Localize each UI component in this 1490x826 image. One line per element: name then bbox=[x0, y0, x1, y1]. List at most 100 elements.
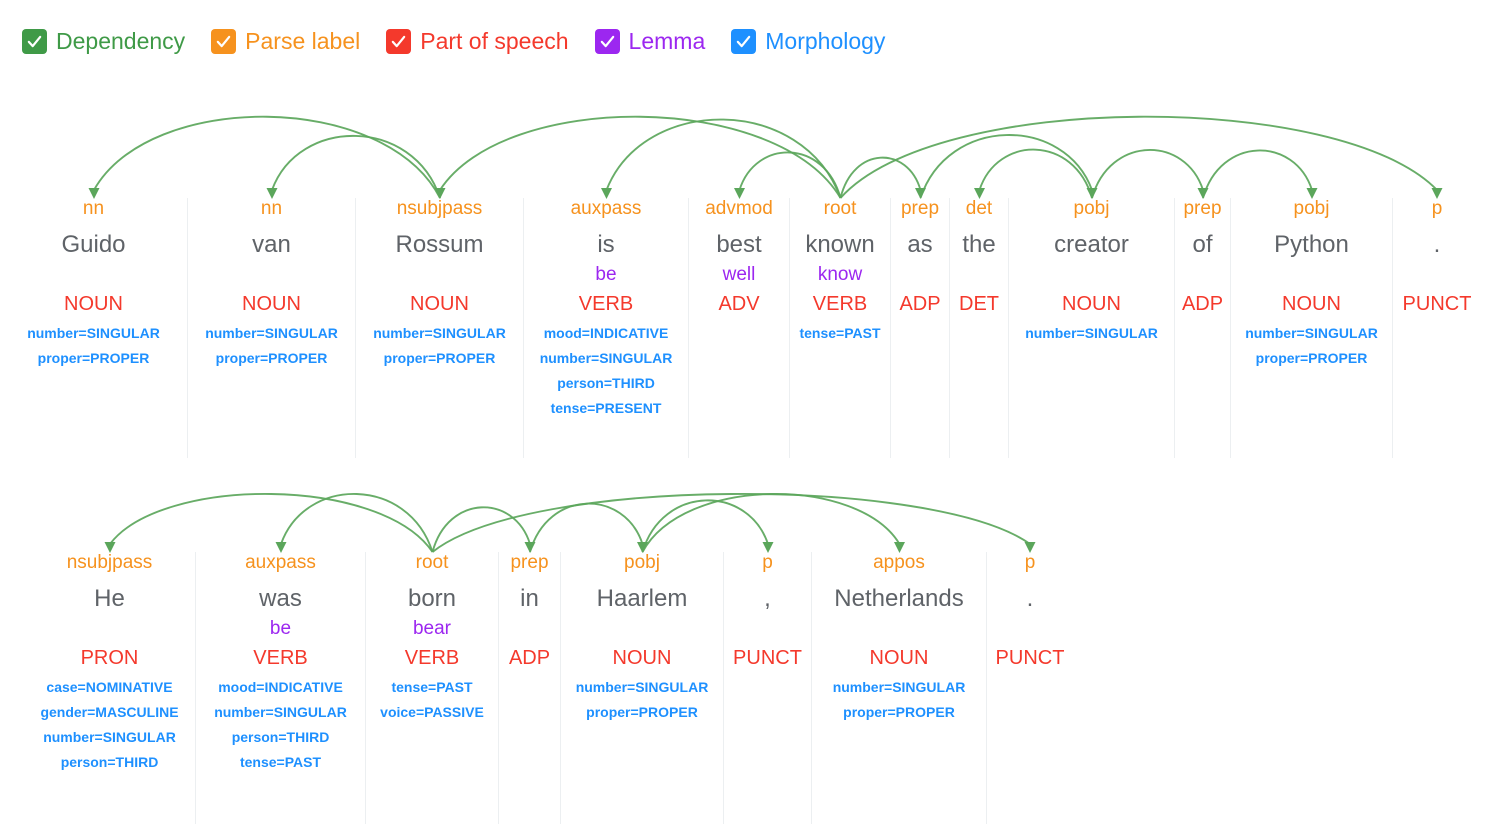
dependency-arrowhead bbox=[974, 188, 985, 199]
morphology-feature: number=SINGULAR bbox=[1025, 325, 1158, 341]
morphology-feature: proper=PROPER bbox=[586, 704, 698, 720]
legend-label: Dependency bbox=[56, 27, 186, 54]
morphology-feature: number=SINGULAR bbox=[539, 350, 673, 366]
token-word: in bbox=[520, 585, 539, 612]
checkbox-checked-icon[interactable] bbox=[211, 28, 237, 54]
morphology-feature: tense=PAST bbox=[239, 754, 322, 770]
parse-label: p bbox=[762, 552, 773, 573]
token-lemma: bear bbox=[412, 618, 452, 639]
part-of-speech: VERB bbox=[253, 647, 308, 669]
part-of-speech: VERB bbox=[812, 293, 868, 315]
token-word: was bbox=[259, 585, 302, 612]
legend-toggle-dependency[interactable]: Dependency bbox=[22, 27, 186, 54]
display-options-legend: Dependency Parse label Part of speech Lemma… bbox=[22, 20, 885, 62]
token-column[interactable]: p.PUNCT bbox=[1393, 198, 1481, 458]
morphology-feature: voice=PASSIVE bbox=[380, 704, 484, 720]
token-word: Python bbox=[1274, 231, 1349, 258]
morphology-feature: mood=INDICATIVE bbox=[543, 325, 669, 341]
checkbox-checked-icon[interactable] bbox=[594, 28, 620, 54]
part-of-speech: VERB bbox=[578, 293, 634, 315]
legend-label: Part of speech bbox=[420, 27, 569, 54]
token-word: He bbox=[94, 585, 125, 612]
parse-label: advmod bbox=[705, 198, 773, 219]
dependency-arc bbox=[839, 115, 1438, 199]
morphology-feature: proper=PROPER bbox=[1255, 350, 1368, 366]
legend-toggle-part-of-speech[interactable]: Part of speech bbox=[386, 27, 569, 54]
part-of-speech: NOUN bbox=[1062, 293, 1121, 315]
checkbox-checked-icon[interactable] bbox=[386, 28, 412, 54]
morphology-feature: number=SINGULAR bbox=[832, 679, 966, 695]
dependency-arc bbox=[738, 151, 842, 199]
checkbox-checked-icon[interactable] bbox=[22, 28, 47, 54]
dependency-arrowhead bbox=[1306, 188, 1318, 199]
dependency-arrowhead bbox=[434, 188, 446, 199]
dependency-arrowhead bbox=[1197, 188, 1209, 199]
parse-label: pobj bbox=[624, 552, 660, 573]
parse-label: pobj bbox=[1293, 198, 1330, 219]
legend-toggle-morphology[interactable]: Morphology bbox=[731, 27, 886, 54]
morphology-feature: number=SINGULAR bbox=[373, 325, 506, 341]
parse-label: prep bbox=[900, 198, 940, 219]
part-of-speech: NOUN bbox=[1282, 293, 1341, 315]
dependency-arc bbox=[605, 118, 842, 199]
morphology-feature: case=NOMINATIVE bbox=[46, 679, 173, 695]
part-of-speech: NOUN bbox=[410, 293, 469, 315]
morphology-feature: number=SINGULAR bbox=[205, 325, 338, 341]
token-word: , bbox=[764, 585, 771, 612]
legend-label: Parse label bbox=[245, 27, 361, 54]
token-word: born bbox=[407, 585, 457, 612]
dependency-arrowhead bbox=[894, 542, 905, 553]
dependency-arrowhead bbox=[734, 188, 745, 199]
morphology-feature: tense=PRESENT bbox=[550, 400, 662, 416]
part-of-speech: VERB bbox=[404, 647, 460, 669]
dependency-arc bbox=[280, 493, 434, 553]
parse-label: p bbox=[1024, 552, 1036, 573]
token-column[interactable]: p.PUNCT bbox=[987, 552, 1073, 824]
dependency-arc bbox=[271, 134, 441, 199]
dependency-arc bbox=[839, 156, 922, 199]
morphology-feature: number=SINGULAR bbox=[43, 729, 176, 745]
dependency-arrowhead bbox=[104, 542, 116, 553]
checkbox-checked-icon[interactable] bbox=[731, 28, 757, 54]
dependency-arrowhead bbox=[275, 542, 287, 553]
legend-toggle-lemma[interactable]: Lemma bbox=[594, 28, 705, 54]
token-word: Haarlem bbox=[596, 585, 688, 612]
part-of-speech: NOUN bbox=[869, 647, 929, 669]
morphology-feature: proper=PROPER bbox=[37, 350, 150, 366]
legend-label: Morphology bbox=[765, 27, 886, 54]
legend-toggle-parse-label[interactable]: Parse label bbox=[211, 27, 361, 54]
token-word: Netherlands bbox=[834, 585, 964, 612]
parse-label: prep bbox=[510, 552, 549, 573]
dependency-arc bbox=[1202, 149, 1313, 199]
part-of-speech: PUNCT bbox=[995, 647, 1065, 669]
part-of-speech: ADV bbox=[718, 293, 760, 315]
morphology-feature: gender=MASCULINE bbox=[40, 704, 179, 720]
dependency-arrowhead bbox=[601, 188, 612, 199]
part-of-speech: NOUN bbox=[64, 293, 123, 315]
token-lemma: be bbox=[269, 618, 292, 639]
parse-label: auxpass bbox=[570, 198, 642, 219]
morphology-feature: person=THIRD bbox=[231, 729, 330, 745]
token-column[interactable]: p,PUNCT bbox=[724, 552, 812, 824]
token-word: van bbox=[252, 231, 291, 258]
dependency-arc-layer bbox=[88, 115, 1443, 199]
